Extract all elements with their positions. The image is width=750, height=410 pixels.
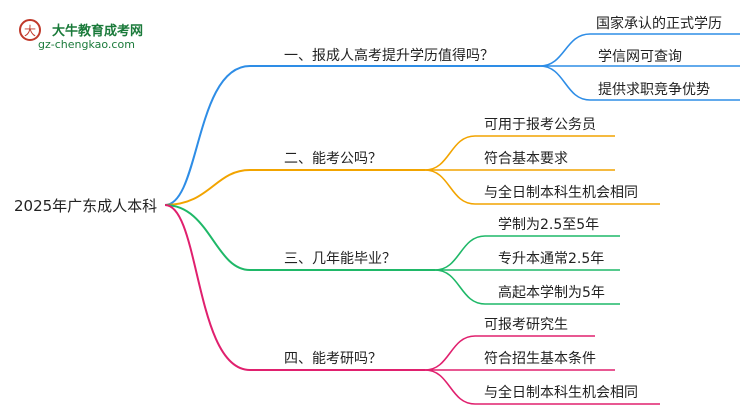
logo-url: gz-chengkao.com	[38, 38, 135, 51]
branch-1-item-1: 国家承认的正式学历	[596, 15, 722, 32]
branch-3-label: 三、几年能毕业？	[284, 251, 396, 267]
branch-4-item-1: 可报考研究生	[484, 317, 568, 333]
branch-3-item-3: 高起本学制为5年	[498, 284, 605, 301]
branch-2-label: 二、能考公吗？	[284, 151, 382, 167]
branch-1: 一、报成人高考提升学历值得吗？ 国家承认的正式学历 学信网可查询 提供求职竞争优…	[164, 15, 740, 206]
branch-4-item-3: 与全日制本科生机会相同	[484, 384, 638, 401]
site-logo: 大 大牛教育成考网 gz-chengkao.com	[14, 14, 174, 54]
logo-title: 大牛教育成考网	[52, 24, 144, 39]
branch-1-label: 一、报成人高考提升学历值得吗？	[284, 47, 494, 64]
branch-1-item-3: 提供求职竞争优势	[598, 81, 710, 98]
branch-4: 四、能考研吗？ 可报考研究生 符合招生基本条件 与全日制本科生机会相同	[164, 204, 660, 405]
branch-2-item-1: 可用于报考公务员	[484, 117, 596, 133]
branch-2-item-3: 与全日制本科生机会相同	[484, 184, 638, 201]
branch-2-item-2: 符合基本要求	[484, 150, 568, 167]
branch-3: 三、几年能毕业？ 学制为2.5至5年 专升本通常2.5年 高起本学制为5年	[164, 204, 620, 305]
branch-3-item-2: 专升本通常2.5年	[498, 251, 604, 267]
logo-icon: 大	[19, 19, 41, 41]
branch-4-label: 四、能考研吗？	[284, 351, 382, 367]
branch-1-item-2: 学信网可查询	[598, 49, 682, 65]
branch-3-item-1: 学制为2.5至5年	[498, 217, 599, 233]
svg-text:大: 大	[24, 24, 36, 38]
branch-4-item-2: 符合招生基本条件	[484, 350, 596, 367]
branch-2: 二、能考公吗？ 可用于报考公务员 符合基本要求 与全日制本科生机会相同	[164, 117, 660, 206]
root-topic: 2025年广东成人本科	[14, 197, 157, 215]
